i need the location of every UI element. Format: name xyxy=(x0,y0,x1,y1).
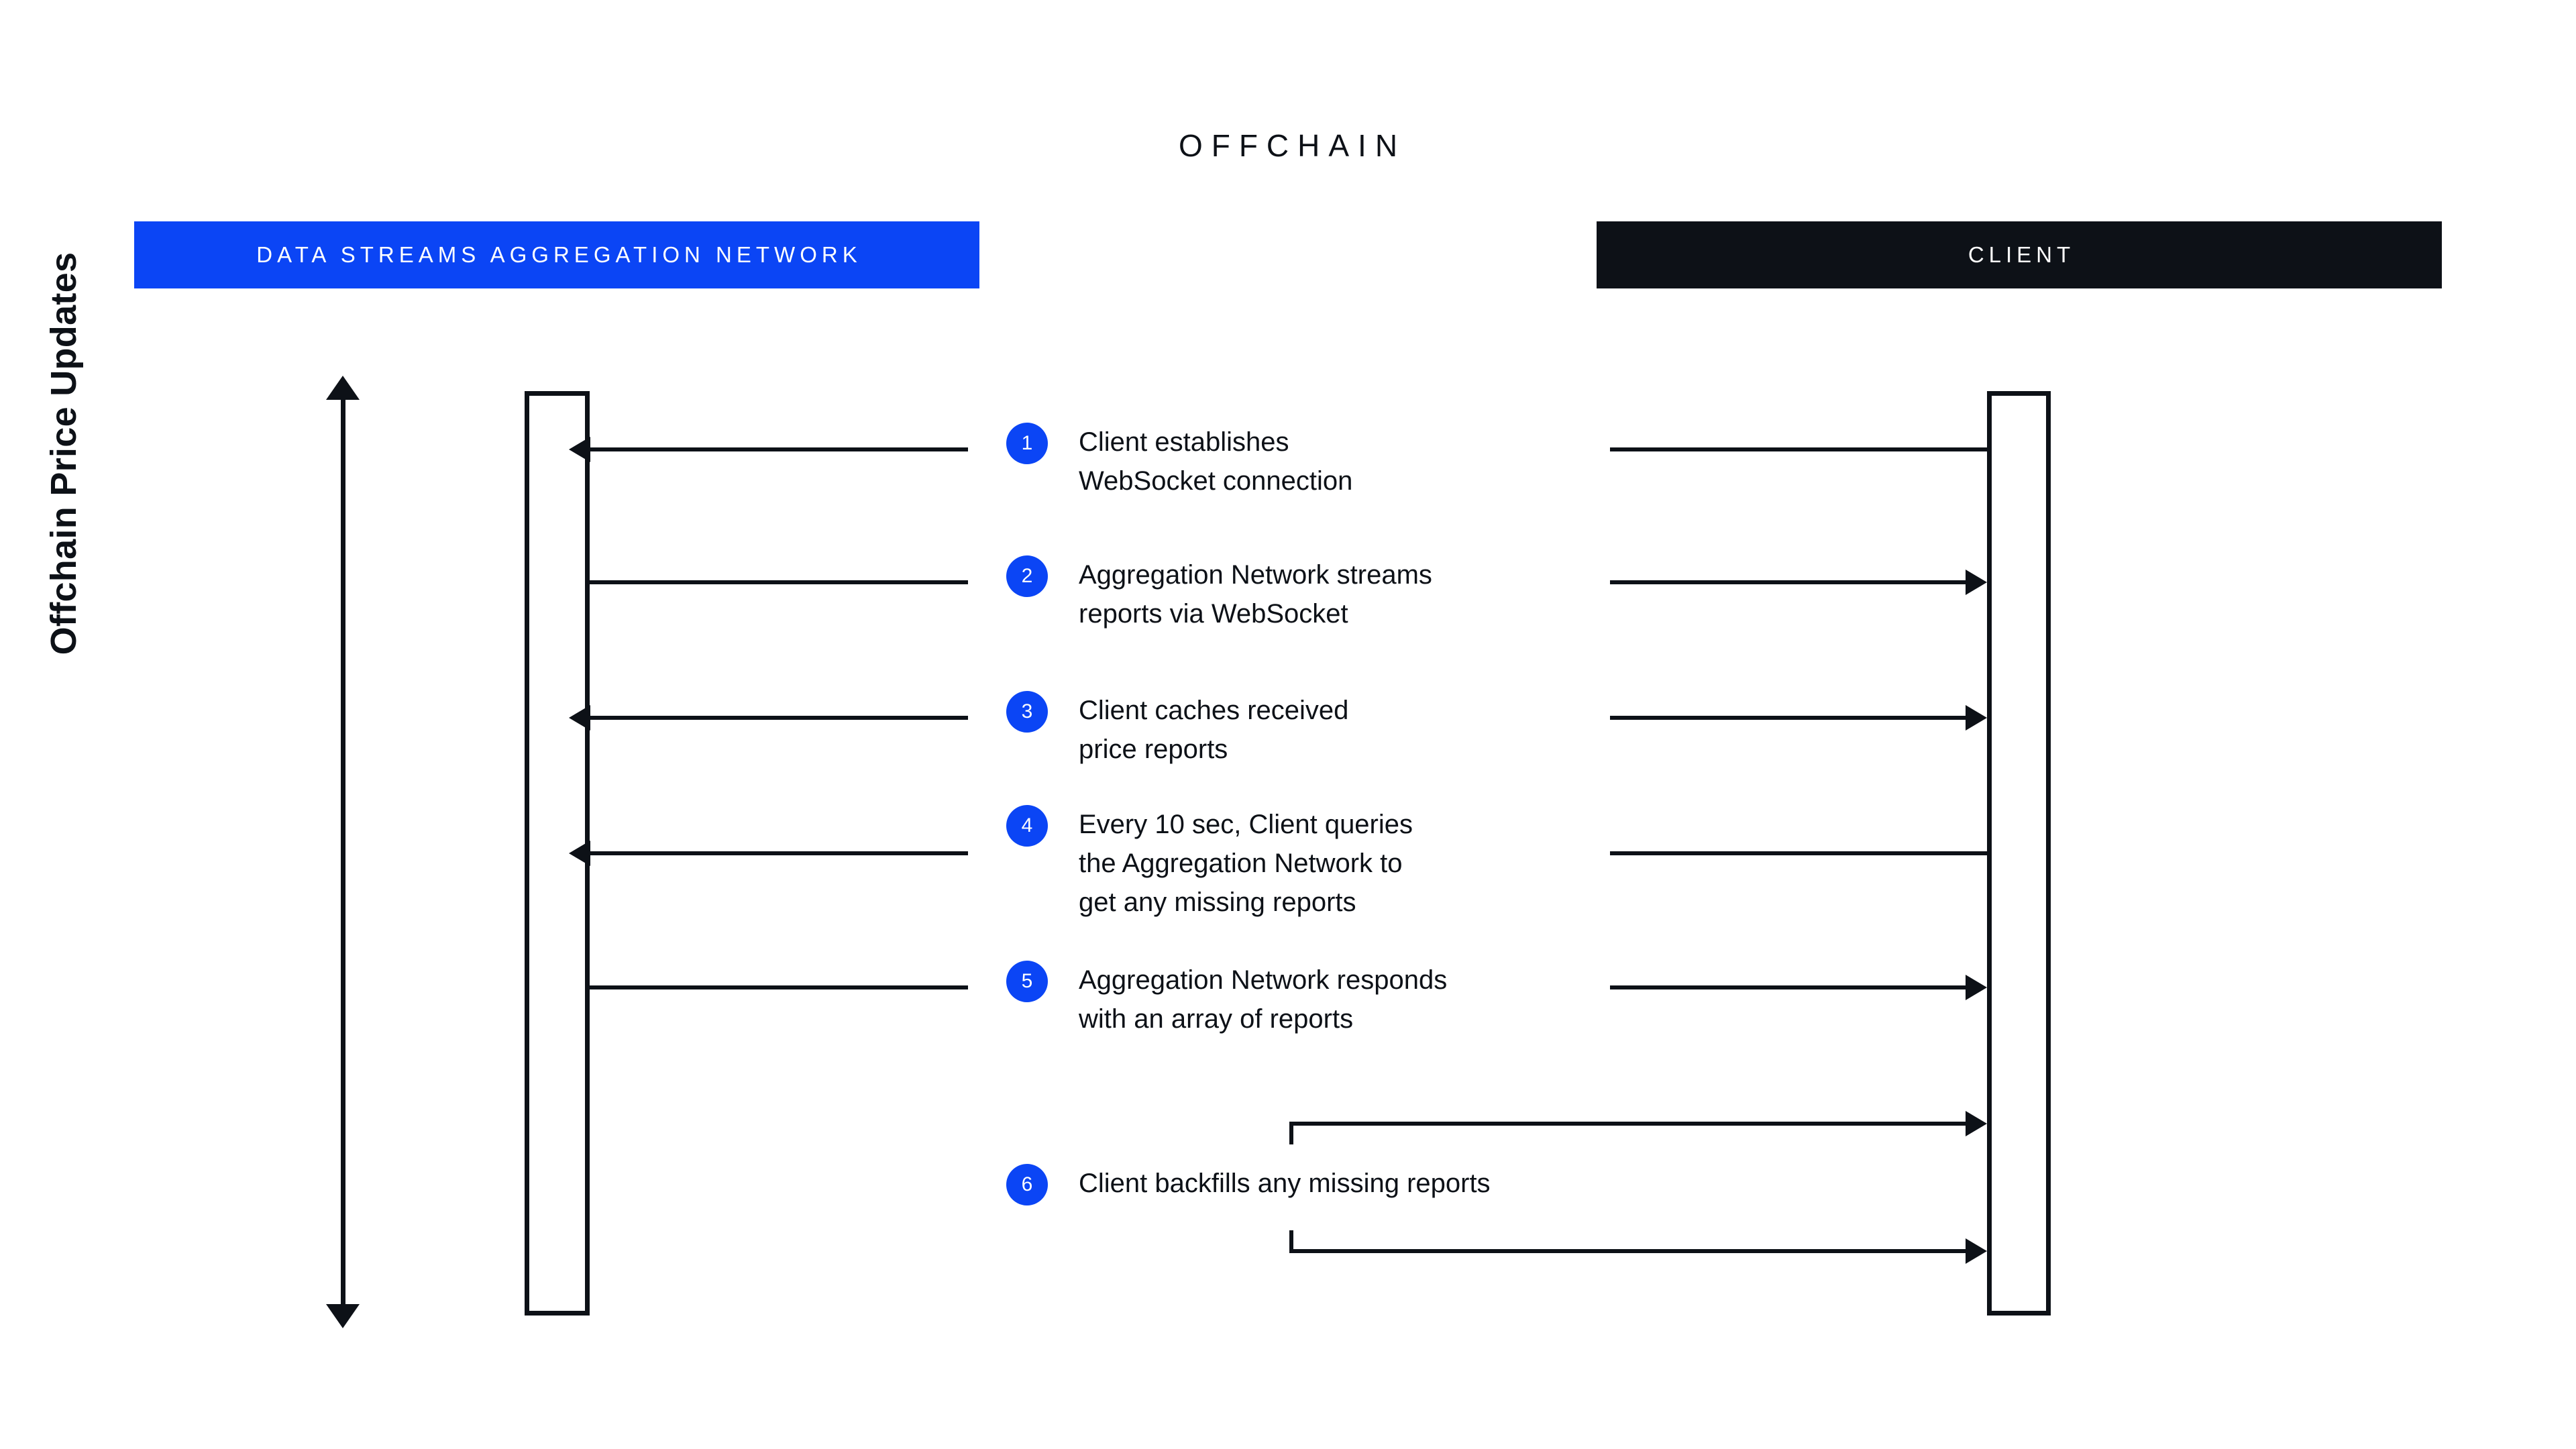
bracket-stub-upper xyxy=(1289,1122,1293,1144)
bracket-line-lower xyxy=(1289,1249,1966,1253)
step-5: 5 Aggregation Network responds with an a… xyxy=(1006,961,1447,1038)
actor-banner-aggregation-network: DATA STREAMS AGGREGATION NETWORK xyxy=(134,221,979,288)
step-text-1: Client establishes WebSocket connection xyxy=(1079,427,1353,496)
step-badge-2: 2 xyxy=(1006,555,1048,597)
step-badge-5: 5 xyxy=(1006,961,1048,1002)
message-line-left-4 xyxy=(590,851,968,855)
step-text-3: Client caches received price reports xyxy=(1079,696,1349,764)
step-6: 6 Client backfills any missing reports xyxy=(1006,1164,1491,1205)
arrow-head-left-3 xyxy=(569,705,590,731)
message-line-left-2 xyxy=(590,580,968,584)
message-line-right-2 xyxy=(1610,580,1966,584)
arrow-head-left-1 xyxy=(569,437,590,462)
message-line-right-4 xyxy=(1610,851,1987,855)
message-line-left-3 xyxy=(590,716,968,720)
arrow-head-left-4 xyxy=(569,841,590,866)
step-badge-3: 3 xyxy=(1006,691,1048,733)
axis-line xyxy=(341,396,345,1308)
bracket-line-upper xyxy=(1289,1122,1966,1126)
step-2: 2 Aggregation Network streams reports vi… xyxy=(1006,555,1432,633)
arrow-head-right-2 xyxy=(1966,570,1987,595)
step-text-5: Aggregation Network responds with an arr… xyxy=(1079,965,1448,1034)
time-axis xyxy=(282,376,402,1328)
step-text-6: Client backfills any missing reports xyxy=(1079,1169,1491,1198)
actor-banner-client: CLIENT xyxy=(1597,221,2442,288)
message-line-left-5 xyxy=(590,985,968,989)
step-text-4: Every 10 sec, Client queries the Aggrega… xyxy=(1079,810,1413,917)
message-line-left-1 xyxy=(590,447,968,451)
step-text-2: Aggregation Network streams reports via … xyxy=(1079,560,1432,629)
step-4: 4 Every 10 sec, Client queries the Aggre… xyxy=(1006,805,1413,922)
message-line-right-5 xyxy=(1610,985,1966,989)
arrow-head-right-6b xyxy=(1966,1238,1987,1264)
message-line-right-1 xyxy=(1610,447,1987,451)
actor-label-client: CLIENT xyxy=(1968,242,2076,267)
step-3: 3 Client caches received price reports xyxy=(1006,691,1348,769)
step-1: 1 Client establishes WebSocket connectio… xyxy=(1006,423,1352,500)
arrow-head-right-6a xyxy=(1966,1111,1987,1136)
lifeline-client xyxy=(1987,391,2051,1316)
arrow-down-icon xyxy=(326,1304,360,1328)
step-badge-1: 1 xyxy=(1006,423,1048,464)
arrow-head-right-3 xyxy=(1966,705,1987,731)
step-badge-6: 6 xyxy=(1006,1164,1048,1205)
page-title: OFFCHAIN xyxy=(1178,128,1407,163)
step-badge-4: 4 xyxy=(1006,805,1048,847)
actor-label-aggregation-network: DATA STREAMS AGGREGATION NETWORK xyxy=(256,242,862,267)
message-line-right-3 xyxy=(1610,716,1966,720)
bracket-stub-lower xyxy=(1289,1230,1293,1253)
arrow-head-right-5 xyxy=(1966,975,1987,1000)
